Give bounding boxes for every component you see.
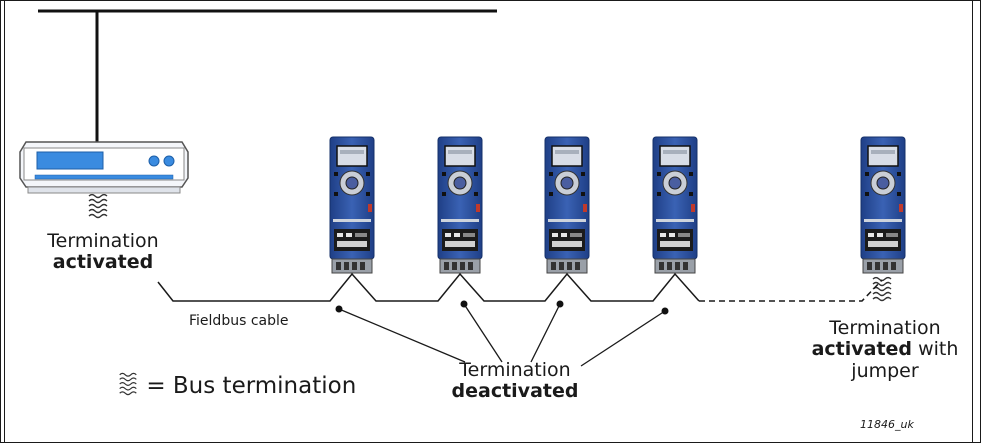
fieldbus-cable xyxy=(157,272,883,302)
pointer-dots xyxy=(335,300,669,315)
drive-5 xyxy=(860,136,906,274)
drive-4 xyxy=(652,136,698,274)
last-term-line2: activated with xyxy=(800,339,970,360)
bus-termination-icon xyxy=(117,372,139,396)
fieldbus-cable-label: Fieldbus cable xyxy=(189,313,289,329)
backbone-cable xyxy=(38,9,497,148)
master-device xyxy=(19,141,189,194)
drive-2 xyxy=(437,136,483,274)
figure-code: 11846_uk xyxy=(860,418,914,431)
last-drive-termination-label: Termination activated with jumper xyxy=(800,317,970,382)
pointer-lines xyxy=(338,303,666,367)
master-termination-label: Termination activated xyxy=(28,230,178,274)
last-term-line3: jumper xyxy=(851,359,919,382)
legend-text: = Bus termination xyxy=(146,373,357,399)
last-term-line1: Termination xyxy=(829,317,941,339)
master-termination-line2: activated xyxy=(52,251,154,274)
legend: = Bus termination xyxy=(117,372,356,400)
termination-deactivated-label: Termination deactivated xyxy=(430,359,600,403)
last-term-with: with xyxy=(912,338,959,361)
deactivated-line1: Termination xyxy=(459,359,571,381)
master-termination-line1: Termination xyxy=(47,230,159,252)
drive-3 xyxy=(544,136,590,274)
deactivated-line2: deactivated xyxy=(451,380,579,403)
bus-termination-icon xyxy=(88,193,108,219)
last-term-activated: activated xyxy=(811,338,913,361)
drive-1 xyxy=(329,136,375,274)
